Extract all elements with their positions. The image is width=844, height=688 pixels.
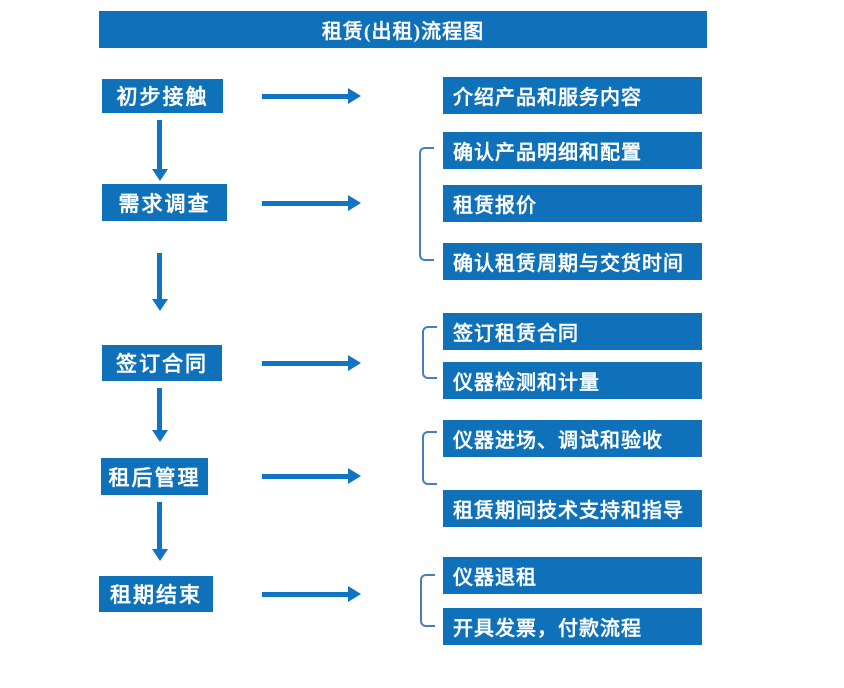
- detail-box-instrument-inspection-metering: 仪器检测和计量: [443, 362, 702, 399]
- right-arrow-3: [262, 355, 361, 371]
- stage-box-lease-end: 租期结束: [99, 576, 213, 612]
- stage-box-demand-survey: 需求调查: [102, 184, 227, 221]
- bracket-post-rental-group: [422, 431, 437, 485]
- detail-box-sign-rental-contract: 签订租赁合同: [443, 313, 702, 350]
- down-arrow-4: [151, 502, 168, 561]
- stage-box-post-rental-management: 租后管理: [101, 458, 208, 495]
- down-arrow-2: [151, 253, 168, 311]
- flowchart-title-bar: 租赁(出租)流程图: [99, 11, 707, 48]
- bracket-lease-end-group: [420, 574, 435, 627]
- right-arrow-4: [262, 468, 361, 484]
- down-arrow-1: [151, 120, 168, 181]
- flowchart-title: 租赁(出租)流程图: [321, 21, 485, 43]
- bracket-demand-survey-group: [419, 147, 434, 261]
- detail-box-rental-tech-support: 租赁期间技术支持和指导: [443, 490, 702, 527]
- stage-box-sign-contract: 签订合同: [102, 345, 222, 381]
- detail-box-invoice-payment-process: 开具发票，付款流程: [443, 608, 702, 645]
- detail-box-confirm-product-details-config: 确认产品明细和配置: [443, 132, 702, 169]
- right-arrow-2: [262, 195, 361, 211]
- right-arrow-1: [262, 88, 361, 104]
- stage-box-initial-contact: 初步接触: [102, 79, 223, 113]
- detail-box-confirm-rental-period-delivery: 确认租赁周期与交货时间: [443, 243, 702, 280]
- detail-box-instrument-entry-debug-acceptance: 仪器进场、调试和验收: [443, 420, 702, 457]
- detail-box-instrument-return: 仪器退租: [443, 557, 702, 594]
- detail-box-intro-products-services: 介绍产品和服务内容: [443, 77, 702, 114]
- bracket-sign-contract-group: [422, 326, 437, 379]
- right-arrow-5: [262, 586, 361, 602]
- down-arrow-3: [151, 388, 168, 442]
- detail-box-rental-quote: 租赁报价: [443, 185, 702, 222]
